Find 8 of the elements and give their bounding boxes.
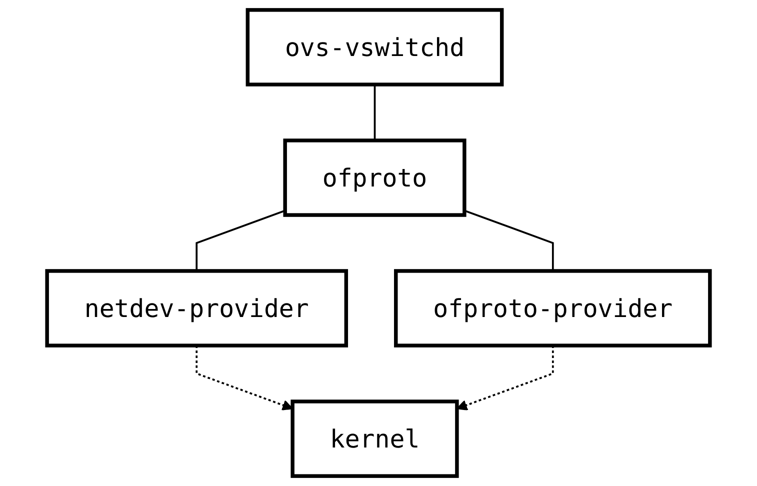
node-box: ofproto xyxy=(283,138,466,217)
connector xyxy=(464,210,554,271)
node-box: ovs-vswitchd xyxy=(246,8,504,86)
node-box: kernel xyxy=(290,400,459,478)
node-box: netdev-provider xyxy=(45,269,348,348)
node-box: ofproto-provider xyxy=(394,269,712,348)
connector xyxy=(196,210,286,271)
connector xyxy=(374,84,376,140)
